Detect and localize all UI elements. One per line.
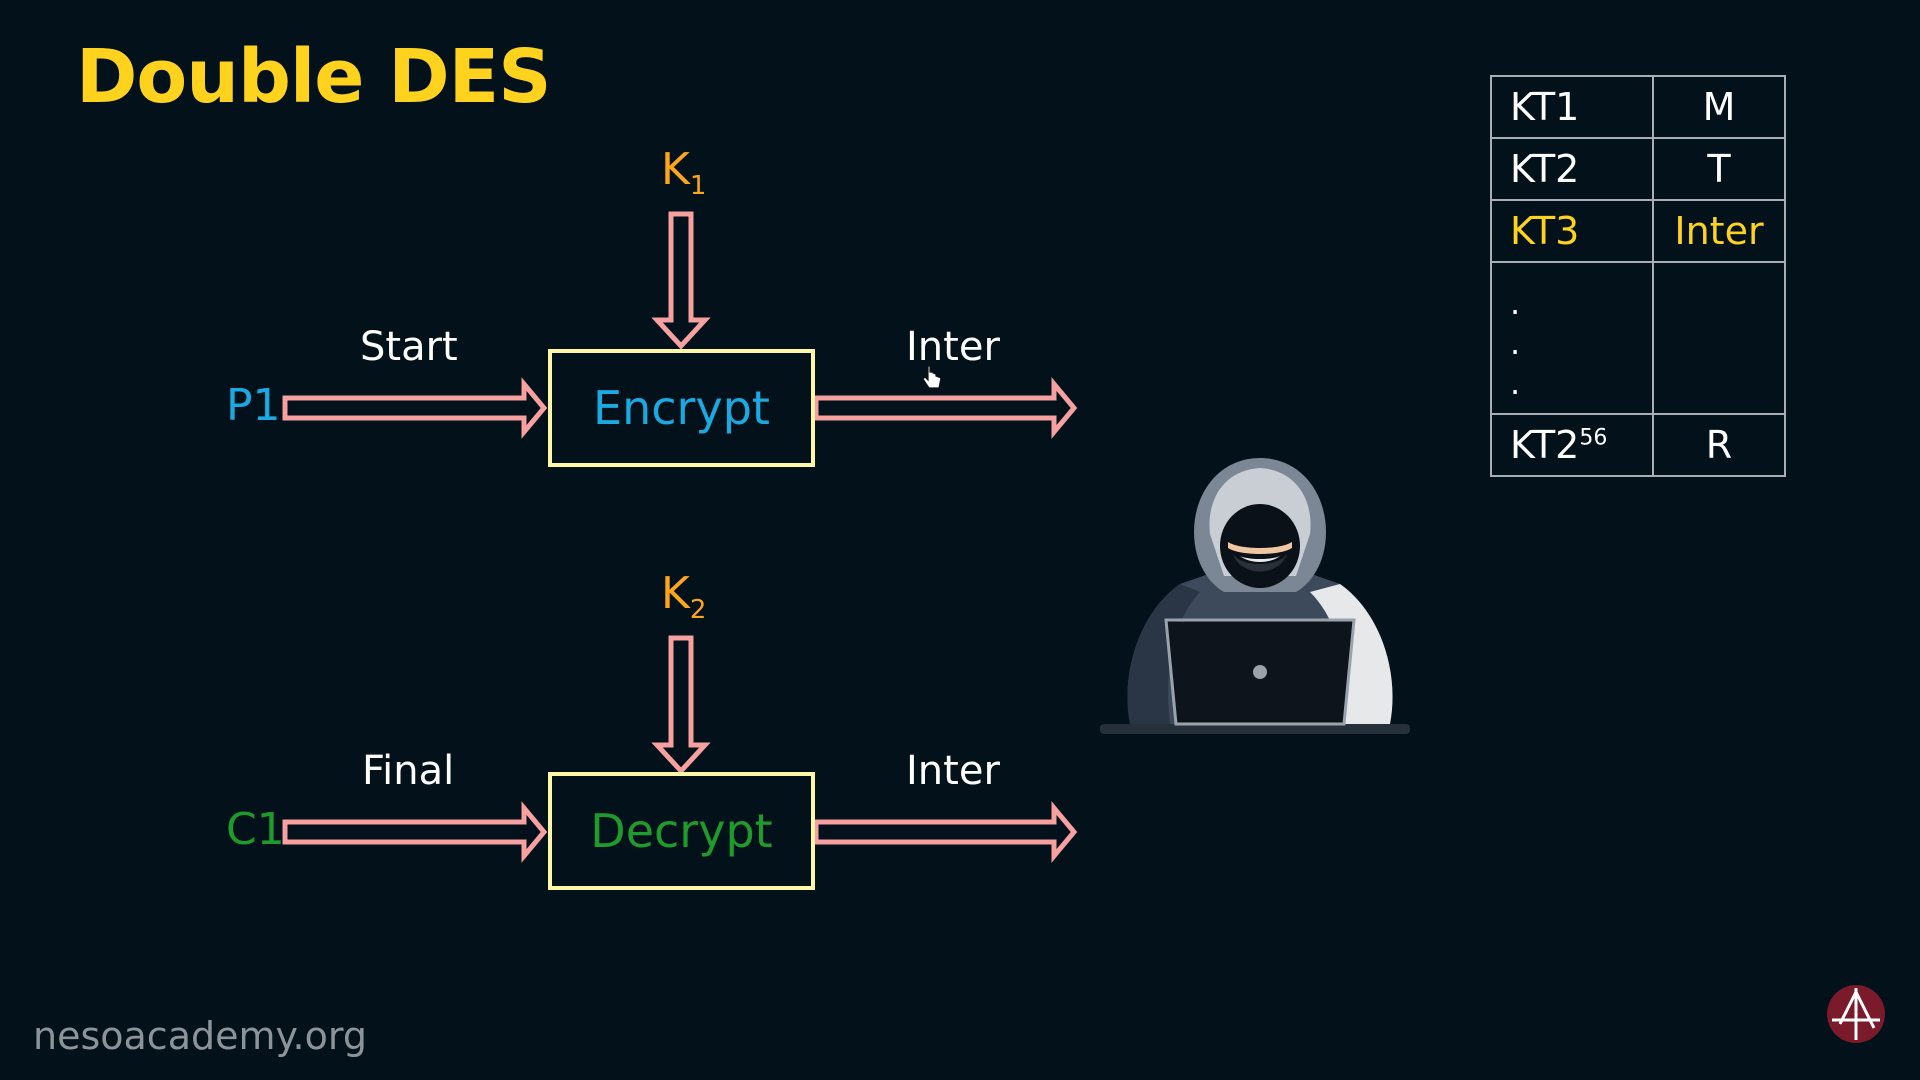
table-cell-dots: . . . bbox=[1490, 261, 1654, 415]
encrypt-box: Encrypt bbox=[548, 349, 815, 467]
encrypt-label: Encrypt bbox=[593, 381, 770, 435]
decrypt-box: Decrypt bbox=[548, 772, 815, 890]
dot: . bbox=[1510, 284, 1521, 322]
final-label: Final bbox=[362, 748, 455, 794]
c1-to-decrypt-arrow bbox=[282, 801, 548, 863]
inter-label-bottom: Inter bbox=[906, 748, 1000, 794]
c1-label: C1 bbox=[226, 804, 285, 855]
k1-label: K1 bbox=[661, 144, 707, 201]
table-cell-value: R bbox=[1652, 413, 1786, 477]
table-row-ellipsis: . . . bbox=[1490, 261, 1786, 415]
table-row-highlighted: KT3 Inter bbox=[1490, 199, 1786, 263]
inter-label-top: Inter bbox=[906, 324, 1000, 370]
decrypt-label: Decrypt bbox=[590, 804, 773, 858]
table-cell-key: KT1 bbox=[1490, 75, 1654, 139]
hand-cursor-icon bbox=[922, 365, 942, 389]
table-row: KT1 M bbox=[1490, 75, 1786, 139]
encrypt-output-arrow bbox=[813, 377, 1078, 439]
neso-logo-icon bbox=[1827, 985, 1885, 1043]
decrypt-output-arrow bbox=[813, 801, 1078, 863]
key-table: KT1 M KT2 T KT3 Inter . . . KT256 R bbox=[1490, 75, 1786, 477]
k2-down-arrow bbox=[651, 635, 711, 775]
table-cell-key: KT2 bbox=[1490, 137, 1654, 201]
dot: . bbox=[1510, 324, 1521, 362]
table-cell-value: T bbox=[1652, 137, 1786, 201]
k2-label: K2 bbox=[661, 568, 707, 625]
table-cell-empty bbox=[1652, 261, 1786, 415]
p1-to-encrypt-arrow bbox=[282, 377, 548, 439]
k1-down-arrow bbox=[651, 211, 711, 350]
table-cell-key: KT256 bbox=[1490, 413, 1654, 477]
table-row: KT2 T bbox=[1490, 137, 1786, 201]
page-title: Double DES bbox=[76, 34, 552, 120]
dot: . bbox=[1510, 364, 1521, 402]
hacker-illustration bbox=[1100, 458, 1410, 734]
footer-website: nesoacademy.org bbox=[33, 1014, 367, 1058]
start-label: Start bbox=[360, 324, 458, 370]
table-cell-value: M bbox=[1652, 75, 1786, 139]
table-row: KT256 R bbox=[1490, 413, 1786, 477]
p1-label: P1 bbox=[226, 380, 281, 431]
table-cell-key: KT3 bbox=[1490, 199, 1654, 263]
table-cell-value: Inter bbox=[1652, 199, 1786, 263]
